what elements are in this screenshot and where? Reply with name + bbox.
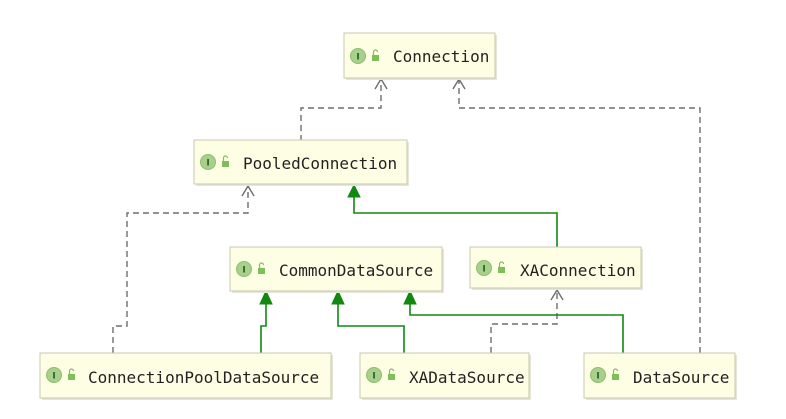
interface-icon: I <box>200 154 216 170</box>
interface-badge-letter: I <box>372 372 375 382</box>
edge-datasource-to-connection <box>452 77 701 353</box>
interface-badge-letter: I <box>596 372 599 382</box>
public-lock-icon <box>222 155 229 167</box>
public-lock-icon <box>388 368 395 380</box>
node-xadatasource[interactable]: I XADataSource <box>359 352 531 400</box>
interface-badge-letter: I <box>52 372 55 382</box>
node-label: PooledConnection <box>243 154 397 173</box>
interface-badge-letter: I <box>206 159 209 169</box>
edge-datasource-extends-commondatasource <box>403 289 624 353</box>
interface-badge-letter: I <box>482 265 485 275</box>
node-pooledconnection[interactable]: I PooledConnection <box>193 139 409 186</box>
interface-icon: I <box>590 367 606 383</box>
node-datasource[interactable]: I DataSource <box>583 352 737 400</box>
node-label: DataSource <box>633 368 729 387</box>
interface-icon: I <box>236 261 252 277</box>
node-commondatasource[interactable]: I CommonDataSource <box>229 246 444 293</box>
interface-icon: I <box>366 367 382 383</box>
interface-icon: I <box>476 260 492 276</box>
interface-badge-letter: I <box>356 53 359 63</box>
node-label: ConnectionPoolDataSource <box>88 368 319 387</box>
public-lock-icon <box>258 262 265 274</box>
edge-xadatasource-to-xaconnection <box>490 288 564 353</box>
public-lock-icon <box>372 49 379 61</box>
edge-pooledconnection-to-connection <box>300 77 388 141</box>
interface-icon: I <box>46 367 62 383</box>
node-connection[interactable]: I Connection <box>343 32 497 80</box>
node-label: XADataSource <box>409 368 525 387</box>
edge-connectionpooldatasource-extends-commondatasource <box>259 289 273 353</box>
public-lock-icon <box>68 368 75 380</box>
node-label: XAConnection <box>520 261 636 280</box>
interface-icon: I <box>350 48 366 64</box>
interface-badge-letter: I <box>242 266 245 276</box>
public-lock-icon <box>612 368 619 380</box>
public-lock-icon <box>498 261 505 273</box>
node-label: Connection <box>393 47 489 66</box>
node-xaconnection[interactable]: I XAConnection <box>469 246 643 290</box>
node-connectionpooldatasource[interactable]: I ConnectionPoolDataSource <box>39 352 333 400</box>
edge-xadatasource-extends-commondatasource <box>331 289 405 353</box>
node-label: CommonDataSource <box>279 261 433 280</box>
edge-xaconnection-extends-pooledconnection <box>347 183 558 248</box>
